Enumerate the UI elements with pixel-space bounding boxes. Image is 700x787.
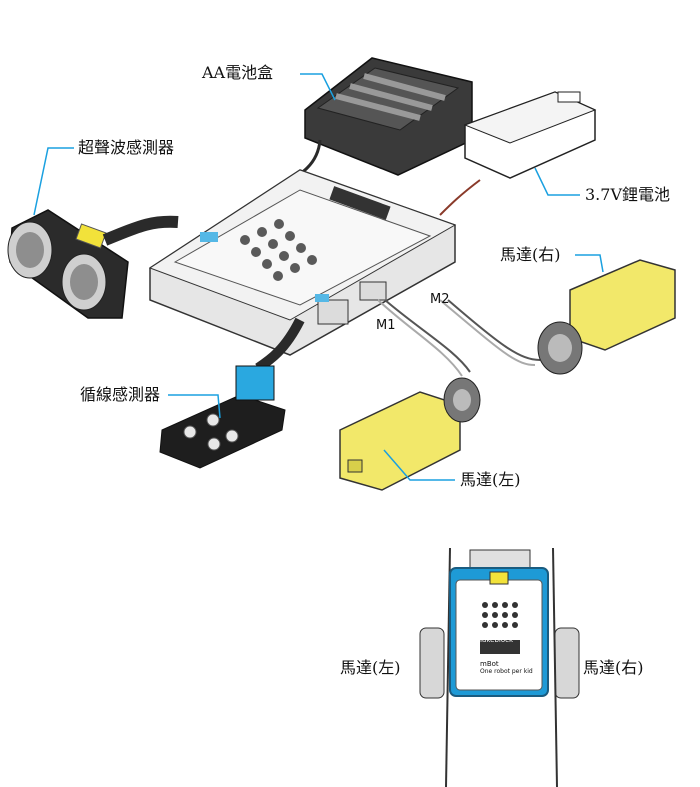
bottom-label-motor-right: 馬達(右) <box>583 658 644 677</box>
label-motor-left: 馬達(左) <box>460 470 521 489</box>
label-aa-battery-box: AA電池盒 <box>202 63 274 82</box>
label-motor-right: 馬達(右) <box>500 245 561 264</box>
label-line-follower: 循線感測器 <box>80 385 161 404</box>
label-ultrasonic-sensor: 超聲波感測器 <box>78 138 175 157</box>
port-label-m1: M1 <box>376 318 396 333</box>
mbot-top-view <box>419 547 580 787</box>
callout-lines <box>33 73 604 481</box>
line-follower-sensor <box>159 317 305 469</box>
ultrasonic-sensor <box>7 209 179 319</box>
label-lithium-battery: 3.7V鋰電池 <box>585 185 671 204</box>
board-brand: Makeblock <box>476 636 514 644</box>
board-tagline: One robot per kid <box>480 668 533 675</box>
board-product: mBot <box>480 660 499 668</box>
motor-right <box>439 259 676 375</box>
lithium-battery <box>439 91 597 216</box>
aa-battery-box <box>281 57 473 187</box>
port-label-m2: M2 <box>430 292 450 307</box>
bottom-label-motor-left: 馬達(左) <box>340 658 401 677</box>
main-board-case <box>148 169 457 356</box>
motor-left <box>339 299 481 491</box>
